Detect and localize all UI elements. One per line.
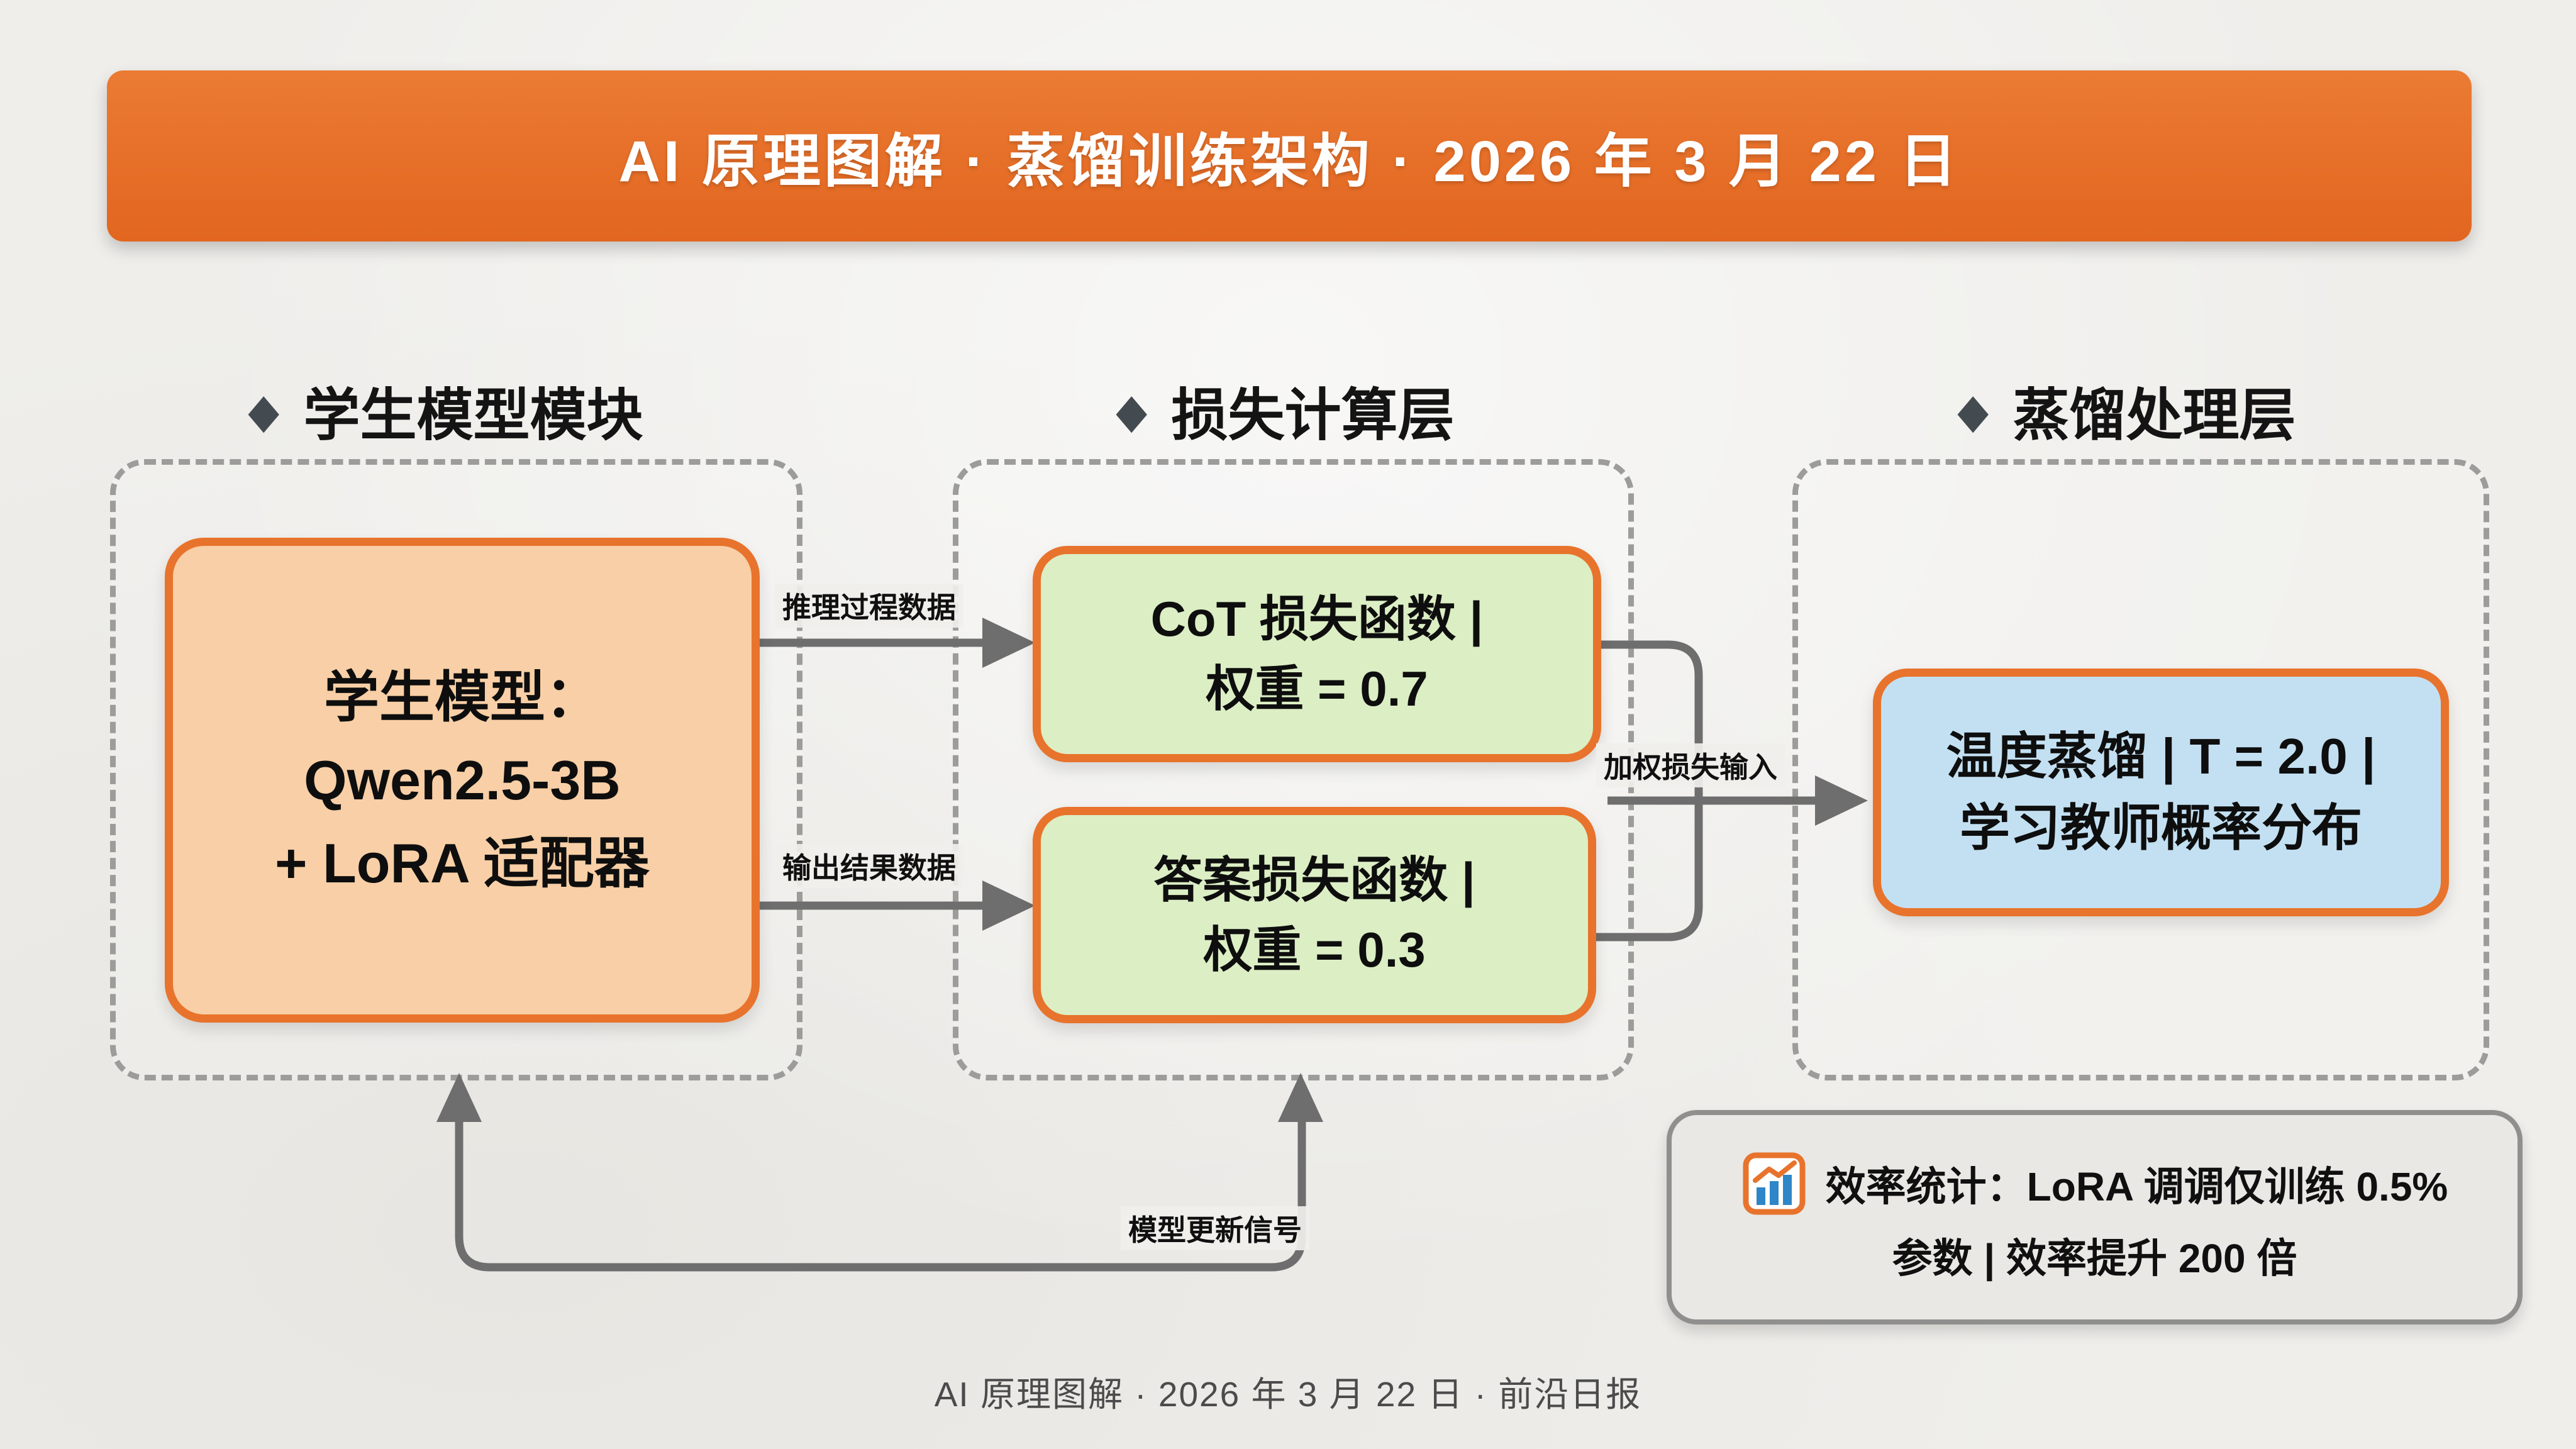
node-text-line: 权重 = 0.3 (1203, 922, 1426, 977)
efficiency-stats-box: 效率统计：LoRA 调调仅训练 0.5% 参数 | 效率提升 200 倍 (1667, 1110, 2523, 1324)
node-text-line: Qwen2.5-3B (304, 748, 621, 811)
node-text-line: + LoRA 适配器 (275, 831, 650, 894)
footer-caption: AI 原理图解 · 2026 年 3 月 22 日 · 前沿日报 (934, 1375, 1642, 1414)
diamond-bullet-icon: ◆ (248, 384, 280, 438)
section-title-label: 学生模型模块 (303, 384, 643, 447)
edge-label-weighted-loss: 加权损失输入 (1596, 743, 1785, 787)
node-text-line: CoT 损失函数 | (1150, 591, 1484, 647)
student-model-node: 学生模型： Qwen2.5-3B + LoRA 适配器 (165, 538, 760, 1023)
node-text-line: 权重 = 0.7 (1206, 661, 1428, 716)
section-title-loss-layer: ◆ 损失计算层 (1113, 372, 1454, 448)
node-text-line: 答案损失函数 | (1153, 852, 1475, 908)
section-title-distill-layer: ◆ 蒸馏处理层 (1955, 372, 2296, 448)
edge-label-reasoning-data: 推理过程数据 (775, 584, 963, 628)
diamond-bullet-icon: ◆ (1116, 384, 1148, 438)
diamond-bullet-icon: ◆ (1957, 384, 1989, 438)
bar-chart-icon (1743, 1152, 1806, 1214)
node-text-line: 温度蒸馏 | T = 2.0 | (1946, 728, 2376, 785)
edge-label-output-data: 输出结果数据 (775, 844, 963, 888)
banner-title: AI 原理图解 · 蒸馏训练架构 · 2026 年 3 月 22 日 (618, 129, 1960, 194)
section-title-label: 损失计算层 (1171, 384, 1455, 447)
section-title-student-module: ◆ 学生模型模块 (245, 372, 643, 448)
stats-line1: 效率统计：LoRA 调调仅训练 0.5% (1825, 1163, 2448, 1209)
edge-label-model-update: 模型更新信号 (1121, 1206, 1309, 1250)
temperature-distillation-node: 温度蒸馏 | T = 2.0 | 学习教师概率分布 (1873, 669, 2449, 916)
node-text-line: 学生模型： (323, 665, 601, 728)
cot-loss-node: CoT 损失函数 | 权重 = 0.7 (1033, 546, 1601, 762)
stats-line1-row: 效率统计：LoRA 调调仅训练 0.5% (1741, 1151, 2448, 1216)
node-text-line: 学习教师概率分布 (1960, 800, 2362, 856)
header-banner: AI 原理图解 · 蒸馏训练架构 · 2026 年 3 月 22 日 (107, 70, 2472, 242)
section-title-label: 蒸馏处理层 (2012, 384, 2296, 447)
stats-line2: 参数 | 效率提升 200 倍 (1892, 1235, 2297, 1281)
answer-loss-node: 答案损失函数 | 权重 = 0.3 (1033, 807, 1596, 1023)
